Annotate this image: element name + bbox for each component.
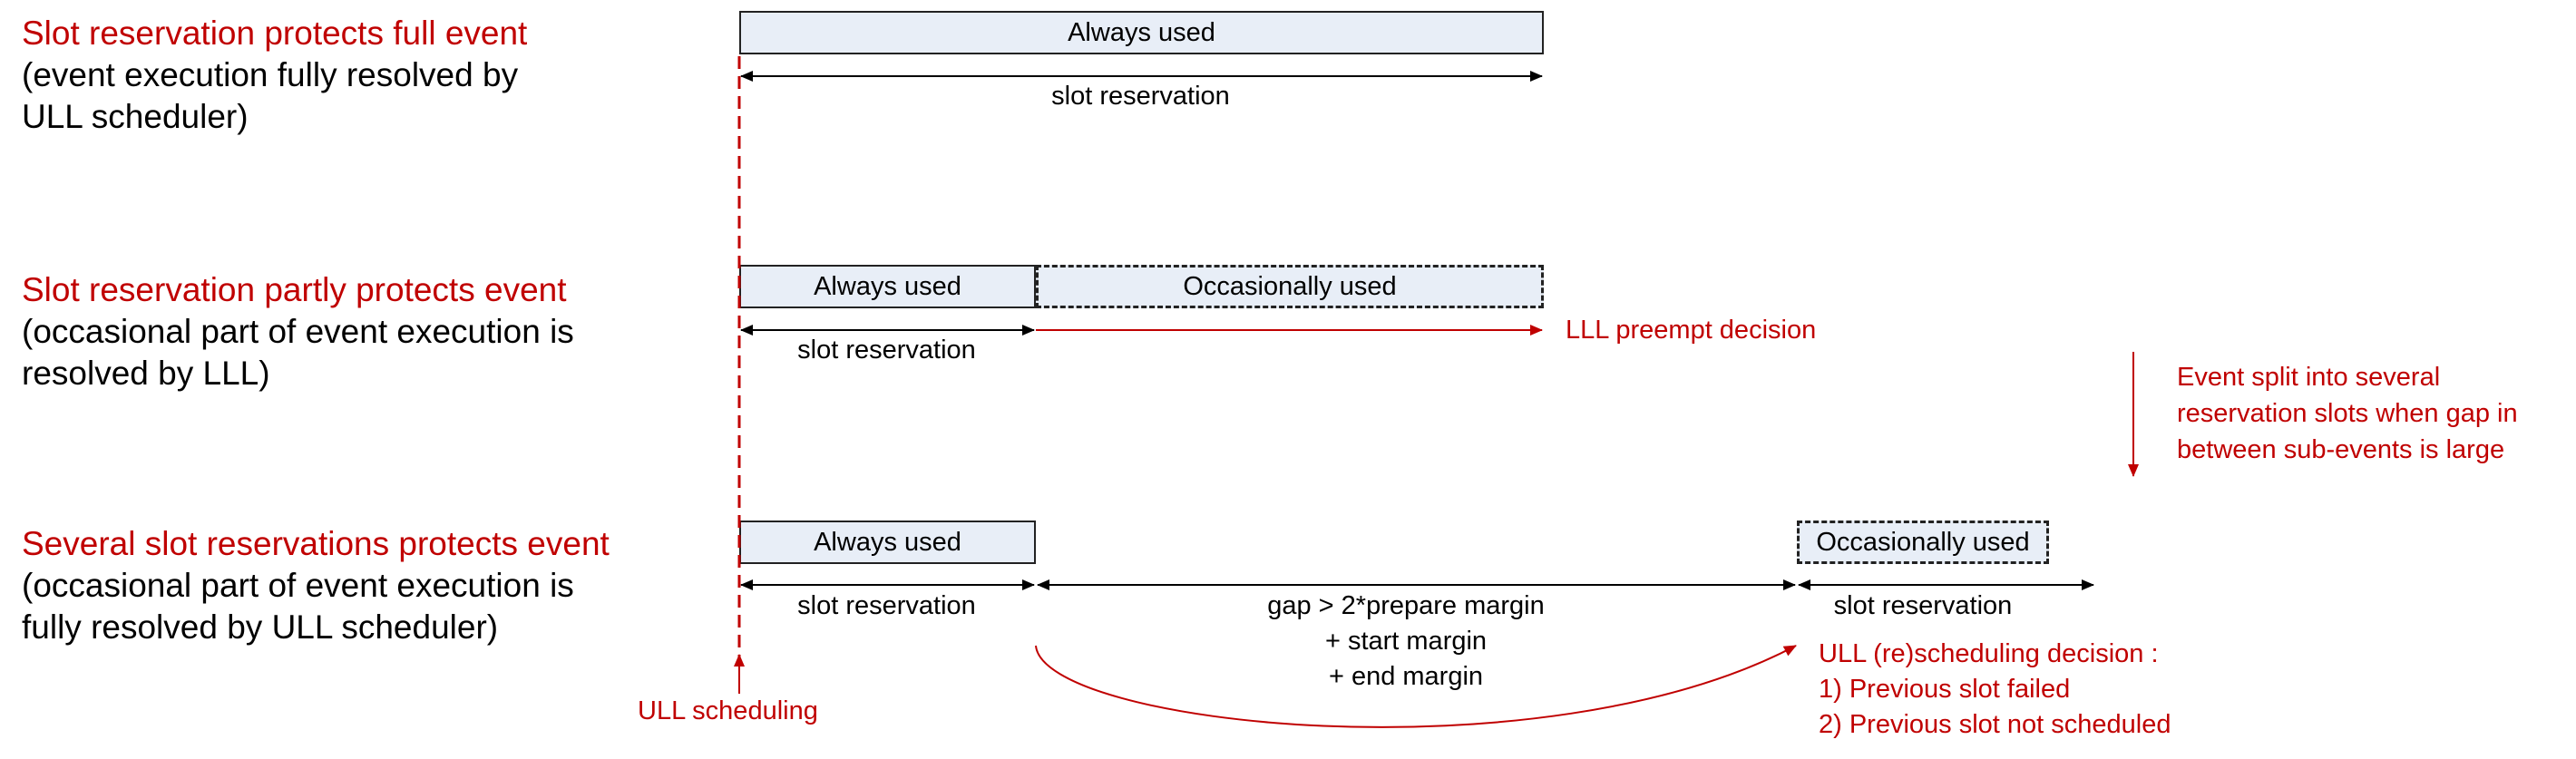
ull-scheduling-label: ULL scheduling	[638, 696, 818, 725]
split-note-line1: Event split into several	[2177, 363, 2441, 392]
ull-decision-line2: 1) Previous slot failed	[1819, 675, 2071, 704]
row3-desc-line1: (occasional part of event execution is	[22, 567, 574, 604]
row1-always-used-box: Always used	[739, 11, 1544, 54]
row2-always-used-box: Always used	[739, 265, 1036, 308]
row1-title: Slot reservation protects full event	[22, 15, 528, 52]
row3-text: Several slot reservations protects event…	[22, 523, 610, 648]
gap-line1: gap > 2*prepare margin	[1267, 591, 1545, 620]
row2-text: Slot reservation partly protects event (…	[22, 269, 574, 394]
lll-preempt-label: LLL preempt decision	[1566, 316, 1817, 345]
row1-slot-reservation-label: slot reservation	[1051, 82, 1230, 111]
row2-occasionally-used-box: Occasionally used	[1036, 265, 1544, 308]
row1-desc-line1: (event execution fully resolved by	[22, 56, 519, 93]
row3-title: Several slot reservations protects event	[22, 525, 610, 562]
gap-line2: + start margin	[1324, 627, 1488, 656]
split-note-line3: between sub-events is large	[2177, 435, 2505, 464]
ull-decision-line1: ULL (re)scheduling decision :	[1819, 639, 2159, 668]
row2-title: Slot reservation partly protects event	[22, 271, 567, 308]
row3-occasionally-used-box: Occasionally used	[1797, 521, 2049, 564]
row3-slot-reservation-label-right: slot reservation	[1833, 591, 2013, 620]
rescheduling-curve-arrow	[1035, 645, 1797, 728]
row3-slot-reservation-label-left: slot reservation	[797, 591, 976, 620]
row2-desc-line1: (occasional part of event execution is	[22, 313, 574, 350]
ull-decision-line3: 2) Previous slot not scheduled	[1819, 710, 2171, 739]
row1-text: Slot reservation protects full event (ev…	[22, 13, 527, 138]
split-note-line2: reservation slots when gap in	[2177, 399, 2518, 428]
row2-desc-line2: resolved by LLL)	[22, 355, 270, 392]
row3-desc-line2: fully resolved by ULL scheduler)	[22, 608, 499, 646]
gap-line3: + end margin	[1328, 662, 1484, 691]
row3-always-used-box: Always used	[739, 521, 1036, 564]
row2-slot-reservation-label: slot reservation	[797, 336, 976, 365]
row1-desc-line2: ULL scheduler)	[22, 98, 249, 135]
